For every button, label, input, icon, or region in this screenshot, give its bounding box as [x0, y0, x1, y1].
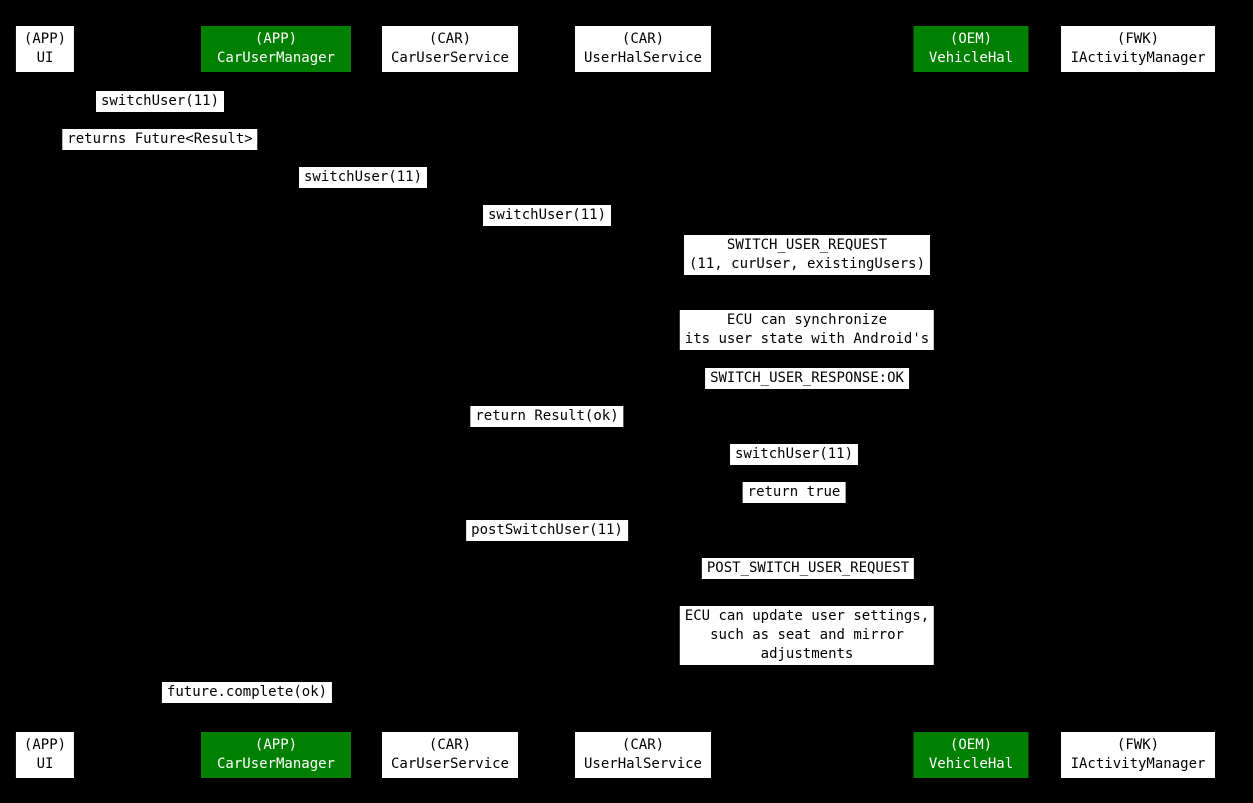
- message-switch-user-4: switchUser(11): [729, 444, 859, 465]
- message-switch-user-1: switchUser(11): [95, 91, 225, 112]
- participant-vehicle-hal-top: (OEM) VehicleHal: [913, 26, 1029, 72]
- note-ecu-update-settings: ECU can update user settings, such as se…: [679, 606, 935, 665]
- message-switch-user-3: switchUser(11): [482, 205, 612, 226]
- participant-i-activity-manager-top: (FWK) IActivityManager: [1061, 26, 1215, 72]
- participant-user-hal-service-bottom: (CAR) UserHalService: [575, 732, 711, 778]
- participant-i-activity-manager-bottom: (FWK) IActivityManager: [1061, 732, 1215, 778]
- message-switch-user-response-ok: SWITCH_USER_RESPONSE:OK: [705, 368, 909, 389]
- message-switch-user-2: switchUser(11): [298, 167, 428, 188]
- message-returns-future: returns Future<Result>: [62, 129, 258, 150]
- participant-vehicle-hal-bottom: (OEM) VehicleHal: [913, 732, 1029, 778]
- message-post-switch-user: postSwitchUser(11): [466, 520, 628, 541]
- participant-user-hal-service-top: (CAR) UserHalService: [575, 26, 711, 72]
- participant-car-user-manager-bottom: (APP) CarUserManager: [201, 732, 351, 778]
- participant-car-user-manager-top: (APP) CarUserManager: [201, 26, 351, 72]
- participant-ui-bottom: (APP) UI: [15, 732, 75, 778]
- message-return-result-ok: return Result(ok): [470, 406, 624, 427]
- message-switch-user-request: SWITCH_USER_REQUEST (11, curUser, existi…: [683, 235, 931, 275]
- participant-ui-top: (APP) UI: [15, 26, 75, 72]
- note-ecu-synchronize: ECU can synchronize its user state with …: [679, 310, 935, 350]
- participant-car-user-service-top: (CAR) CarUserService: [382, 26, 518, 72]
- message-post-switch-user-request: POST_SWITCH_USER_REQUEST: [701, 558, 915, 579]
- message-future-complete-ok: future.complete(ok): [161, 682, 333, 703]
- participant-car-user-service-bottom: (CAR) CarUserService: [382, 732, 518, 778]
- message-return-true: return true: [742, 482, 846, 503]
